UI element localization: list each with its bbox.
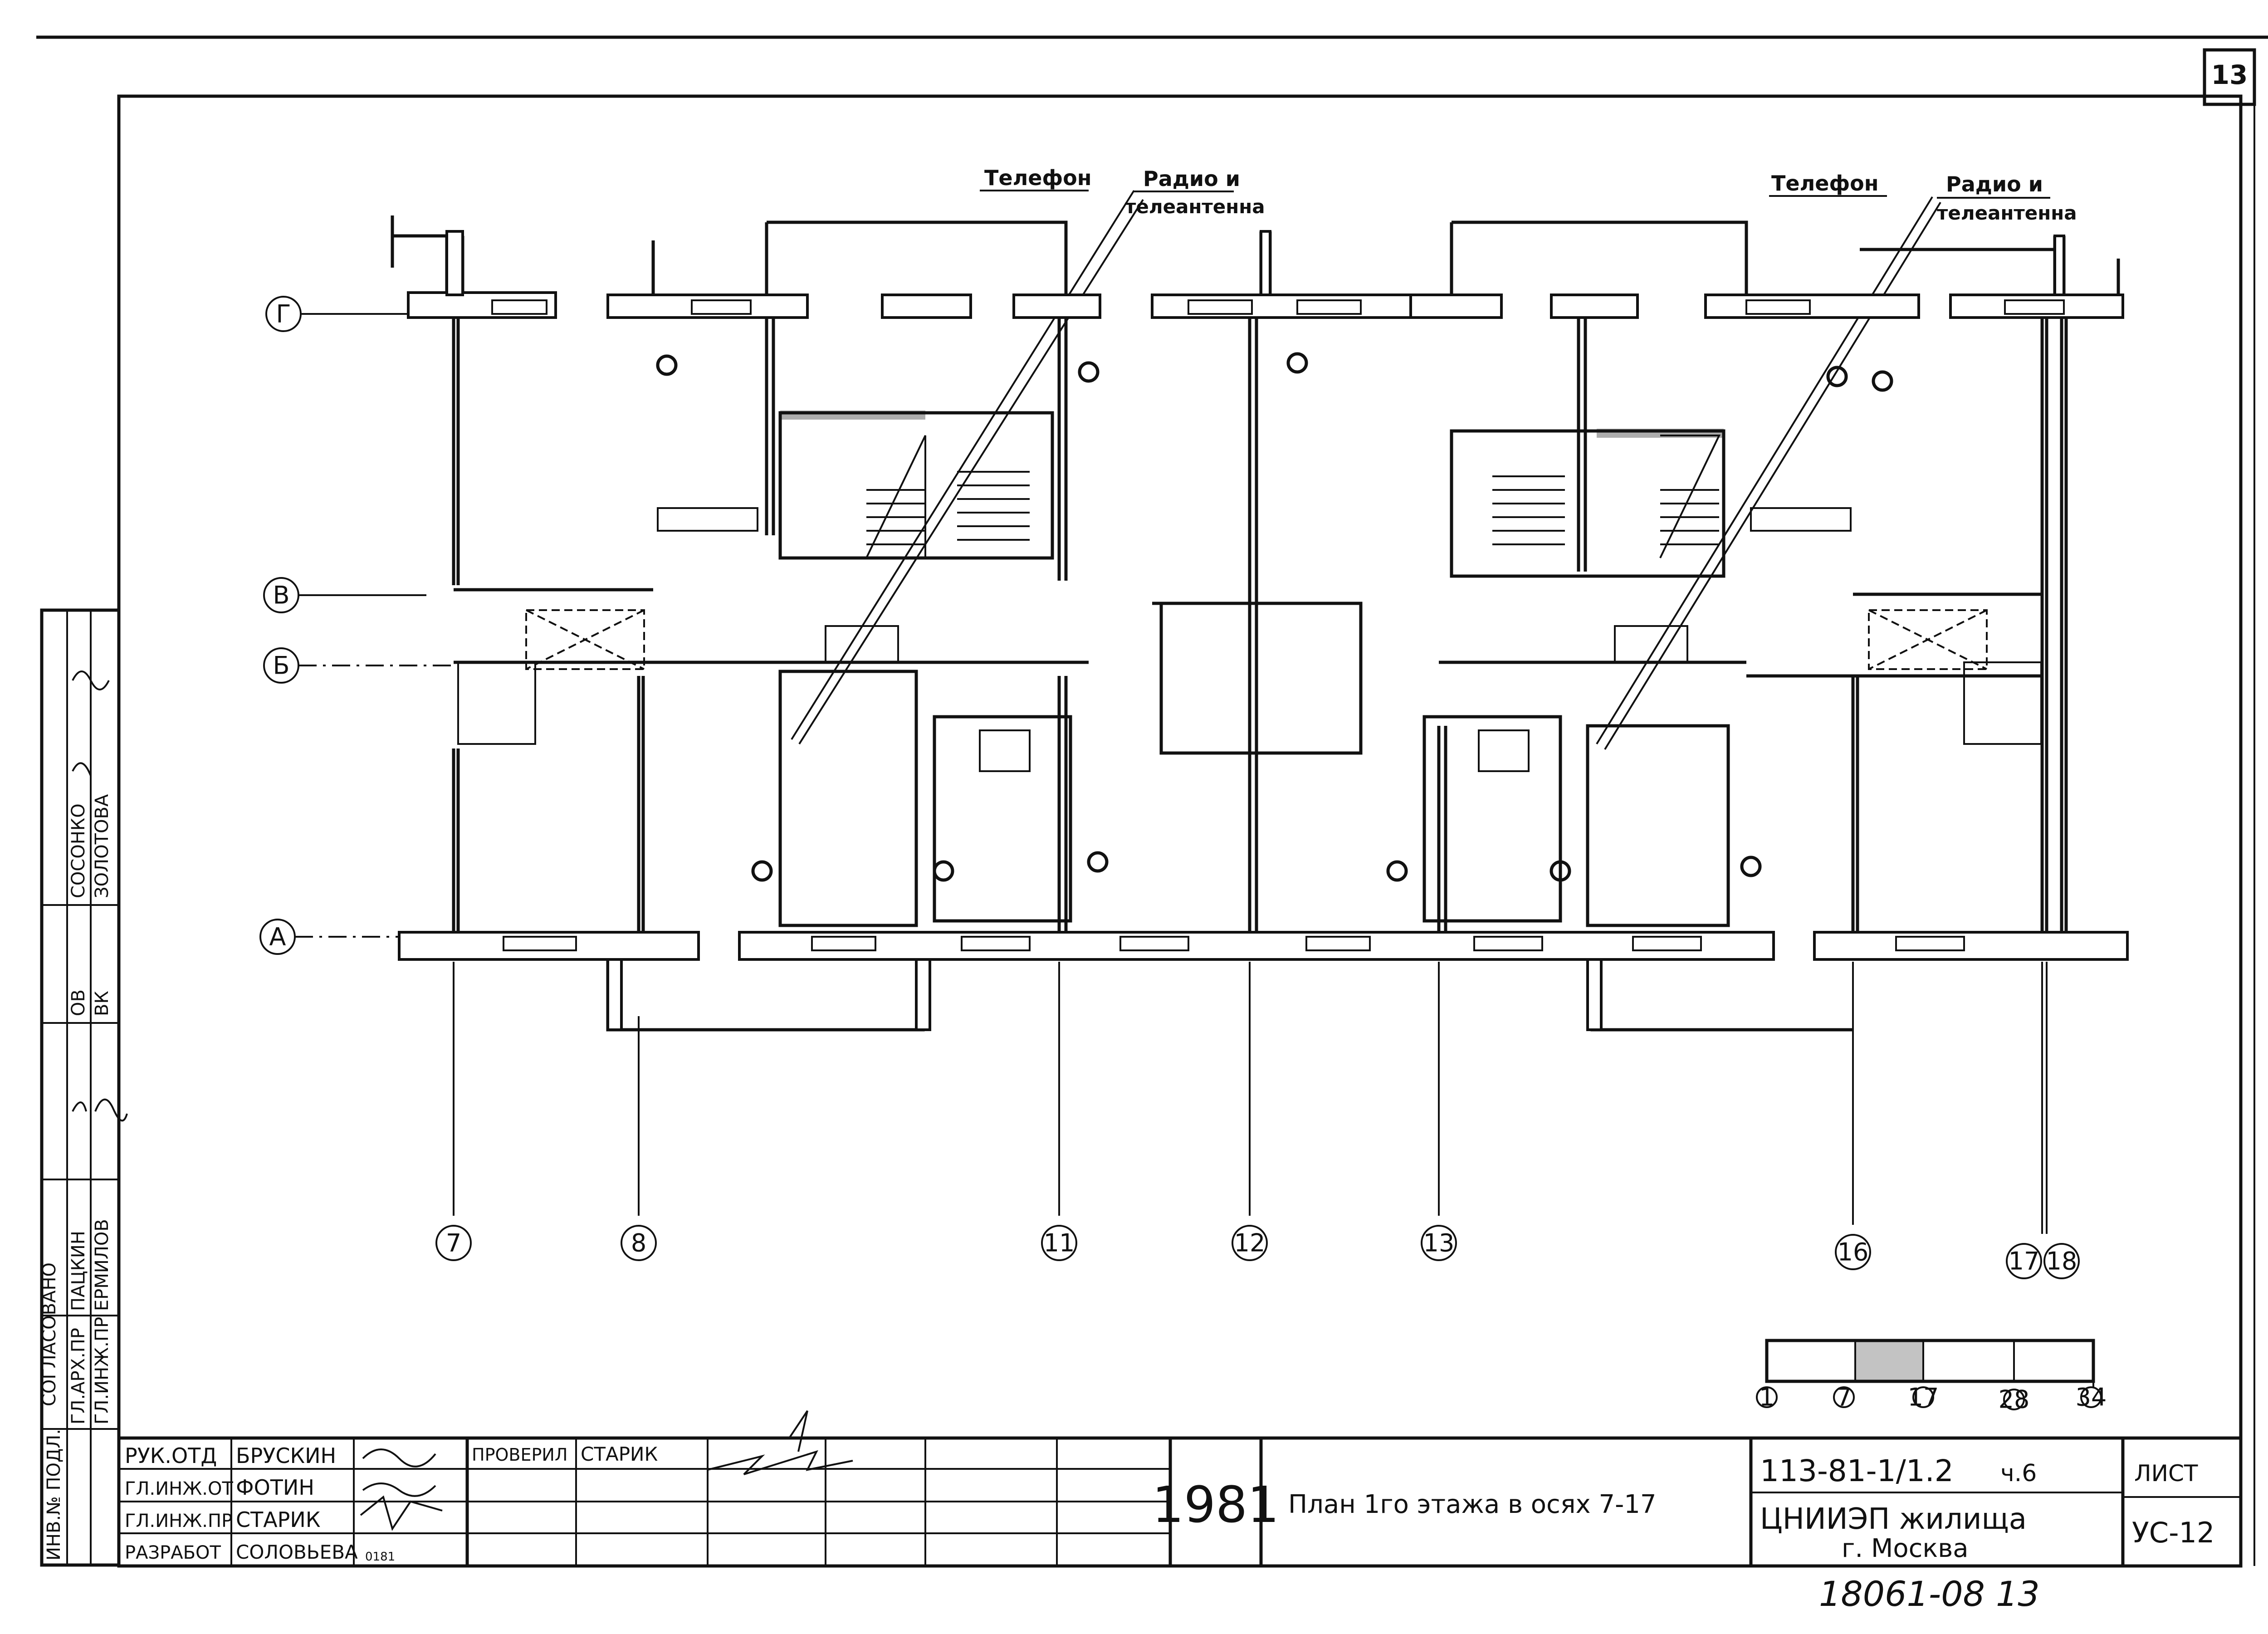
- tv-label-left: телеантенна: [1125, 196, 1265, 218]
- stamp-role-arh: ГЛ.АРХ.ПР: [68, 1328, 89, 1424]
- tb-project-code: 113-81-1/1.2: [1760, 1453, 1954, 1488]
- axis-bubble-18: [2043, 1243, 2080, 1279]
- stamp-role-inzh: ГЛ.ИНЖ.ПР: [92, 1317, 112, 1424]
- tb-city: г. Москва: [1842, 1534, 1969, 1563]
- axis-label-16: 16: [1838, 1238, 1869, 1267]
- title-block: РУК.ОТД БРУСКИН ГЛ.ИНЖ.ОТ ФОТИН ГЛ.ИНЖ.П…: [117, 1410, 2243, 1568]
- bottom-wall-segment: [1813, 931, 2129, 961]
- top-wall-segment: [1409, 294, 1503, 319]
- top-wall-segment: [1012, 294, 1101, 319]
- tb-name-1: БРУСКИН: [236, 1443, 336, 1468]
- key-label-1: 1: [1759, 1383, 1774, 1412]
- key-plan: 1 7 17 28 34: [1756, 1339, 2107, 1414]
- tb-title: План 1го этажа в осях 7-17: [1288, 1490, 1657, 1519]
- axis-bubble-11: [1041, 1225, 1077, 1261]
- axis-label-8: 8: [631, 1229, 646, 1257]
- tb-role-1: РУК.ОТД: [125, 1443, 217, 1468]
- axis-label-g: Г: [276, 300, 291, 328]
- approval-header: СОГЛАСОВАНО: [39, 1262, 60, 1406]
- axis-bubble-17: [2006, 1243, 2042, 1279]
- letter-axes: Г В Б А: [259, 296, 454, 955]
- stamp-name-ermilov: ЕРМИЛОВ: [92, 1219, 112, 1311]
- stamp-signature: [72, 670, 110, 776]
- axis-label-11: 11: [1044, 1229, 1075, 1257]
- tb-role-4: РАЗРАБОТ: [125, 1542, 221, 1563]
- approval-stamp: СОГЛАСОВАНО ОВ СОСОНКО ВК ЗОЛОТОВА ГЛ.АР…: [39, 608, 128, 1567]
- stair-right: [1450, 429, 1725, 578]
- top-wall-segment: [1704, 294, 1920, 319]
- key-label-17: 17: [1908, 1383, 1939, 1412]
- bottom-wall-segment: [738, 931, 1775, 961]
- axis-label-a: А: [269, 923, 286, 951]
- tb-checked-name: СТАРИК: [581, 1443, 658, 1465]
- tb-name-2: ФОТИН: [236, 1475, 314, 1500]
- tb-date-mark: 0181: [365, 1550, 395, 1564]
- stamp-signature: [72, 1098, 128, 1122]
- phone-label-right: Телефон: [1771, 171, 1879, 196]
- axis-label-13: 13: [1423, 1229, 1455, 1257]
- annotation-right: Телефон Радио и телеантенна: [1596, 171, 2077, 750]
- stamp-role-vk: ВК: [92, 991, 112, 1016]
- axis-bubble-16: [1835, 1234, 1871, 1270]
- key-label-28: 28: [1999, 1385, 2030, 1414]
- top-wall-segment: [881, 294, 972, 319]
- axis-label-12: 12: [1234, 1229, 1266, 1257]
- axis-label-17: 17: [2009, 1247, 2040, 1276]
- stamp-name-zolotova: ЗОЛОТОВА: [92, 794, 112, 898]
- tb-name-3: СТАРИК: [236, 1507, 321, 1532]
- axis-bubble-7: [435, 1225, 472, 1261]
- sheet-corner-number: 13: [2211, 59, 2248, 90]
- axis-bubble-8: [621, 1225, 657, 1261]
- axis-label-7: 7: [446, 1229, 461, 1257]
- tb-year: 1981: [1152, 1476, 1279, 1534]
- tb-checked-label: ПРОВЕРИЛ: [472, 1445, 567, 1465]
- axis-label-18: 18: [2046, 1247, 2077, 1276]
- number-axes: 7 8 11 12 13 16 17 18: [435, 962, 2080, 1279]
- tb-sheet-number: УС-12: [2132, 1516, 2214, 1549]
- archive-number: 18061-08 13: [1819, 1574, 2040, 1614]
- building-plan: [391, 215, 2129, 1032]
- annotation-left: Телефон Радио и телеантенна: [791, 166, 1265, 745]
- stamp-name-packin: ПАЦКИН: [68, 1231, 89, 1311]
- axis-bubble-13: [1421, 1225, 1457, 1261]
- tb-organization: ЦНИИЭП жилища: [1760, 1502, 2027, 1536]
- radio-label-right: Радио и: [1946, 172, 2043, 196]
- inv-label: ИНВ.№ ПОДЛ.: [44, 1429, 64, 1561]
- stamp-role-ov: ОВ: [68, 989, 89, 1016]
- tb-role-2: ГЛ.ИНЖ.ОТ: [125, 1478, 233, 1499]
- tb-name-4: СОЛОВЬЕВА: [236, 1541, 358, 1563]
- signature-marks: [360, 1410, 853, 1531]
- axis-label-b: Б: [273, 651, 289, 680]
- tb-role-3: ГЛ.ИНЖ.ПР: [125, 1511, 232, 1531]
- stair-left: [778, 411, 1054, 560]
- key-label-7: 7: [1836, 1383, 1852, 1412]
- tb-sheet-label: ЛИСТ: [2134, 1460, 2198, 1487]
- axis-bubble-12: [1232, 1225, 1268, 1261]
- phone-label-left: Телефон: [984, 166, 1092, 190]
- top-wall-segment: [1550, 294, 1639, 319]
- axis-label-v: В: [273, 581, 289, 610]
- outlet-symbols: [656, 352, 1893, 882]
- tb-part: ч.6: [2000, 1460, 2037, 1487]
- tv-label-right: телеантенна: [1937, 202, 2077, 224]
- key-label-34: 34: [2076, 1383, 2107, 1412]
- stamp-name-sosonko: СОСОНКО: [68, 803, 89, 898]
- sheet-corner-box: [2203, 48, 2256, 106]
- radio-label-left: Радио и: [1143, 166, 1240, 191]
